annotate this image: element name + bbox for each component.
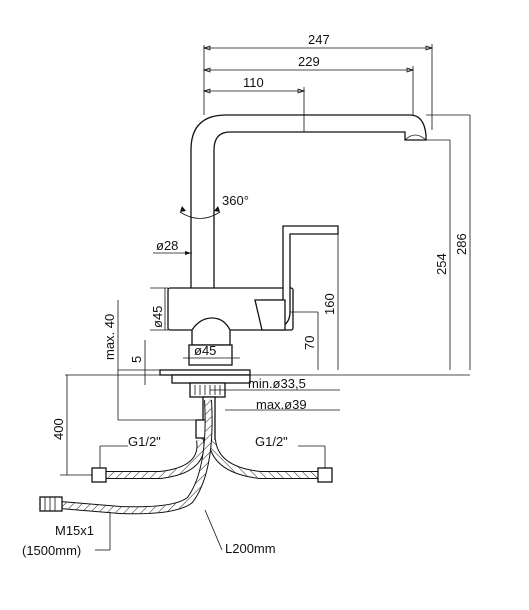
faucet-spout	[190, 114, 427, 291]
reach-dimensions: 247 229 110	[202, 32, 434, 130]
dim-286: 286	[454, 233, 469, 255]
dim-hole-min: min.ø33,5	[248, 376, 306, 391]
supply-hoses	[39, 399, 333, 515]
label-pullout-thread: M15x1	[55, 523, 94, 538]
dim-229: 229	[298, 54, 320, 69]
dim-70: 70	[302, 336, 317, 350]
label-connector-left: G1/2"	[128, 434, 161, 449]
faucet-body	[159, 225, 339, 384]
dim-254: 254	[434, 253, 449, 275]
dim-rotation: 360°	[222, 193, 249, 208]
dim-deck-max: max. 40	[102, 314, 117, 360]
label-connector-right: G1/2"	[255, 434, 288, 449]
dim-base-5: 5	[129, 356, 144, 363]
dim-body-diameter: ø45	[150, 306, 165, 328]
label-supply-hose-length: L200mm	[225, 541, 276, 556]
dim-base-diameter: ø45	[194, 343, 216, 358]
dim-400: 400	[51, 418, 66, 440]
rotation-indicator: 360°	[179, 193, 249, 219]
dim-hole-max: max.ø39	[256, 397, 307, 412]
dim-247: 247	[308, 32, 330, 47]
dim-spout-diameter: ø28	[156, 238, 178, 253]
label-pullout-length: (1500mm)	[22, 543, 81, 558]
dim-110: 110	[243, 75, 264, 90]
hose-labels: G1/2" G1/2" M15x1 (1500mm) L200mm	[22, 434, 326, 558]
body-dimensions: ø28 ø45 ø45 254 286 160 70 max. 40 5 min…	[51, 114, 471, 476]
dim-160: 160	[322, 293, 337, 315]
